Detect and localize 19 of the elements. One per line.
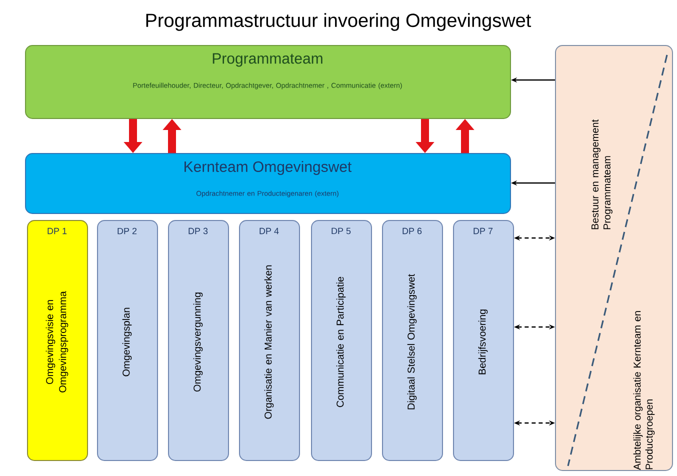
box-heading: DP 6: [402, 228, 422, 234]
box-heading: DP 1: [48, 228, 67, 234]
rotated-text: Communicatie en Participatie: [336, 276, 346, 408]
rotated-text: Bestuur en management Programmateam: [592, 119, 612, 230]
rotated-text: Organisatie en Manier van werken: [264, 265, 274, 419]
box-heading: Programmateam: [212, 53, 322, 67]
title: Programmastructuur invoering Omgevingswet: [146, 13, 532, 31]
rotated-text: Ambtelijke organisatie Kernteam en Productgroepen: [633, 311, 655, 470]
rotated-text: Omgevingsplan: [122, 308, 132, 376]
box-heading: DP 7: [474, 228, 493, 234]
box-heading: DP 5: [332, 228, 351, 234]
box-heading: DP 3: [188, 228, 208, 234]
box-heading: DP 4: [260, 228, 279, 234]
box-heading: DP 2: [118, 228, 137, 234]
rotated-text: Bedrijfsvoering: [478, 310, 488, 374]
box-heading: Kernteam Omgevingswet: [184, 161, 352, 175]
rotated-text: Omgevingsvisie en Omgevingsprogramma: [46, 291, 68, 392]
rotated-text: Digitaal Stelsel Omgevingswet: [407, 274, 417, 410]
rotated-text: Omgevingsvergunning: [193, 292, 203, 392]
